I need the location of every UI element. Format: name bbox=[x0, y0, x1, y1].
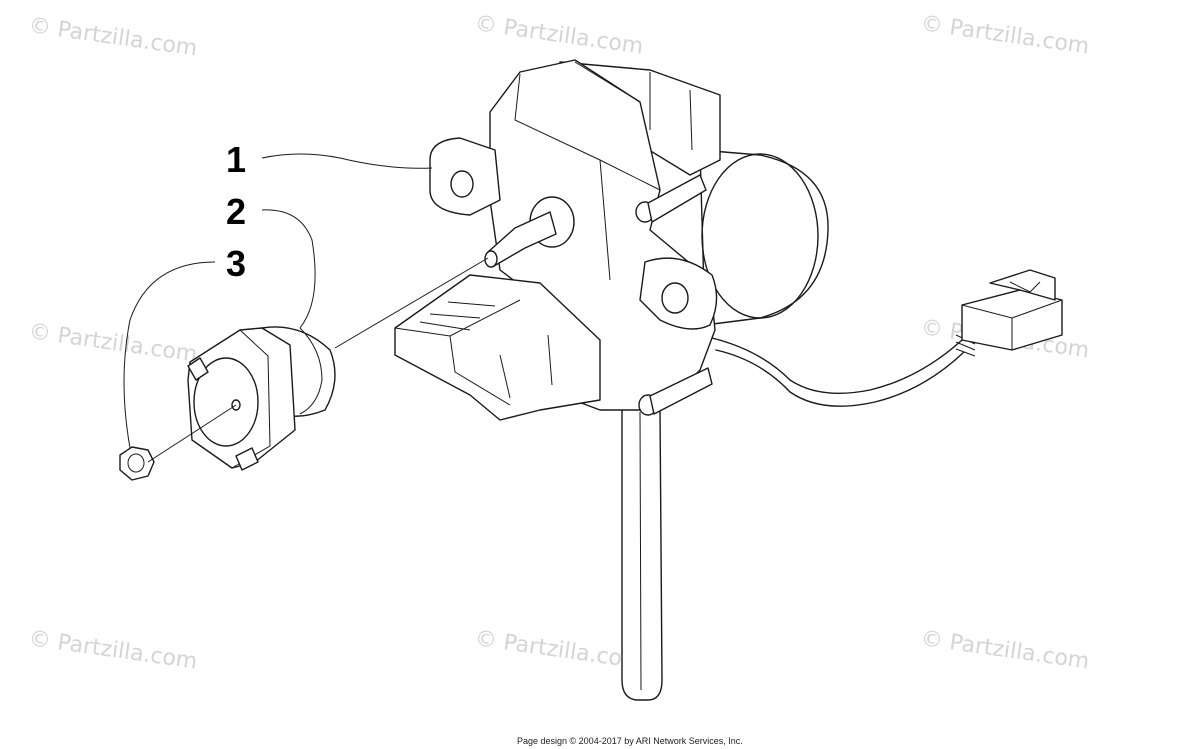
leader-lines bbox=[123, 153, 489, 463]
sensor-switch bbox=[187, 326, 336, 471]
leader-line-3-shaft bbox=[147, 404, 237, 463]
watermark-top-left: © Partzilla.com bbox=[27, 13, 199, 61]
hex-nut bbox=[119, 446, 155, 481]
wire-harness bbox=[711, 337, 963, 394]
leader-line-1 bbox=[261, 153, 433, 169]
watermark-bottom-left: © Partzilla.com bbox=[27, 626, 199, 674]
leader-line-2-shaft bbox=[334, 257, 489, 349]
mounting-bracket bbox=[394, 274, 601, 421]
callout-3: 3 bbox=[226, 243, 246, 284]
output-shaft bbox=[484, 196, 575, 268]
callouts: 1 2 3 bbox=[226, 139, 246, 284]
footer-copyright: Page design © 2004-2017 by ARI Network S… bbox=[517, 736, 743, 746]
leader-line-2 bbox=[261, 209, 316, 329]
watermark-mid-left: © Partzilla.com bbox=[27, 319, 199, 367]
leader-line-3 bbox=[123, 261, 216, 449]
shift-rod bbox=[621, 404, 663, 701]
watermark-top-right: © Partzilla.com bbox=[919, 11, 1091, 59]
watermark-bottom-center: © Partzilla.com bbox=[473, 626, 645, 674]
callout-2: 2 bbox=[226, 191, 246, 232]
watermark-bottom-right: © Partzilla.com bbox=[919, 626, 1091, 674]
electrical-connector bbox=[961, 269, 1063, 351]
callout-1: 1 bbox=[226, 139, 246, 180]
motor-housing bbox=[699, 149, 829, 326]
actuator-assembly bbox=[394, 59, 1063, 701]
watermark-top-center: © Partzilla.com bbox=[473, 11, 645, 59]
